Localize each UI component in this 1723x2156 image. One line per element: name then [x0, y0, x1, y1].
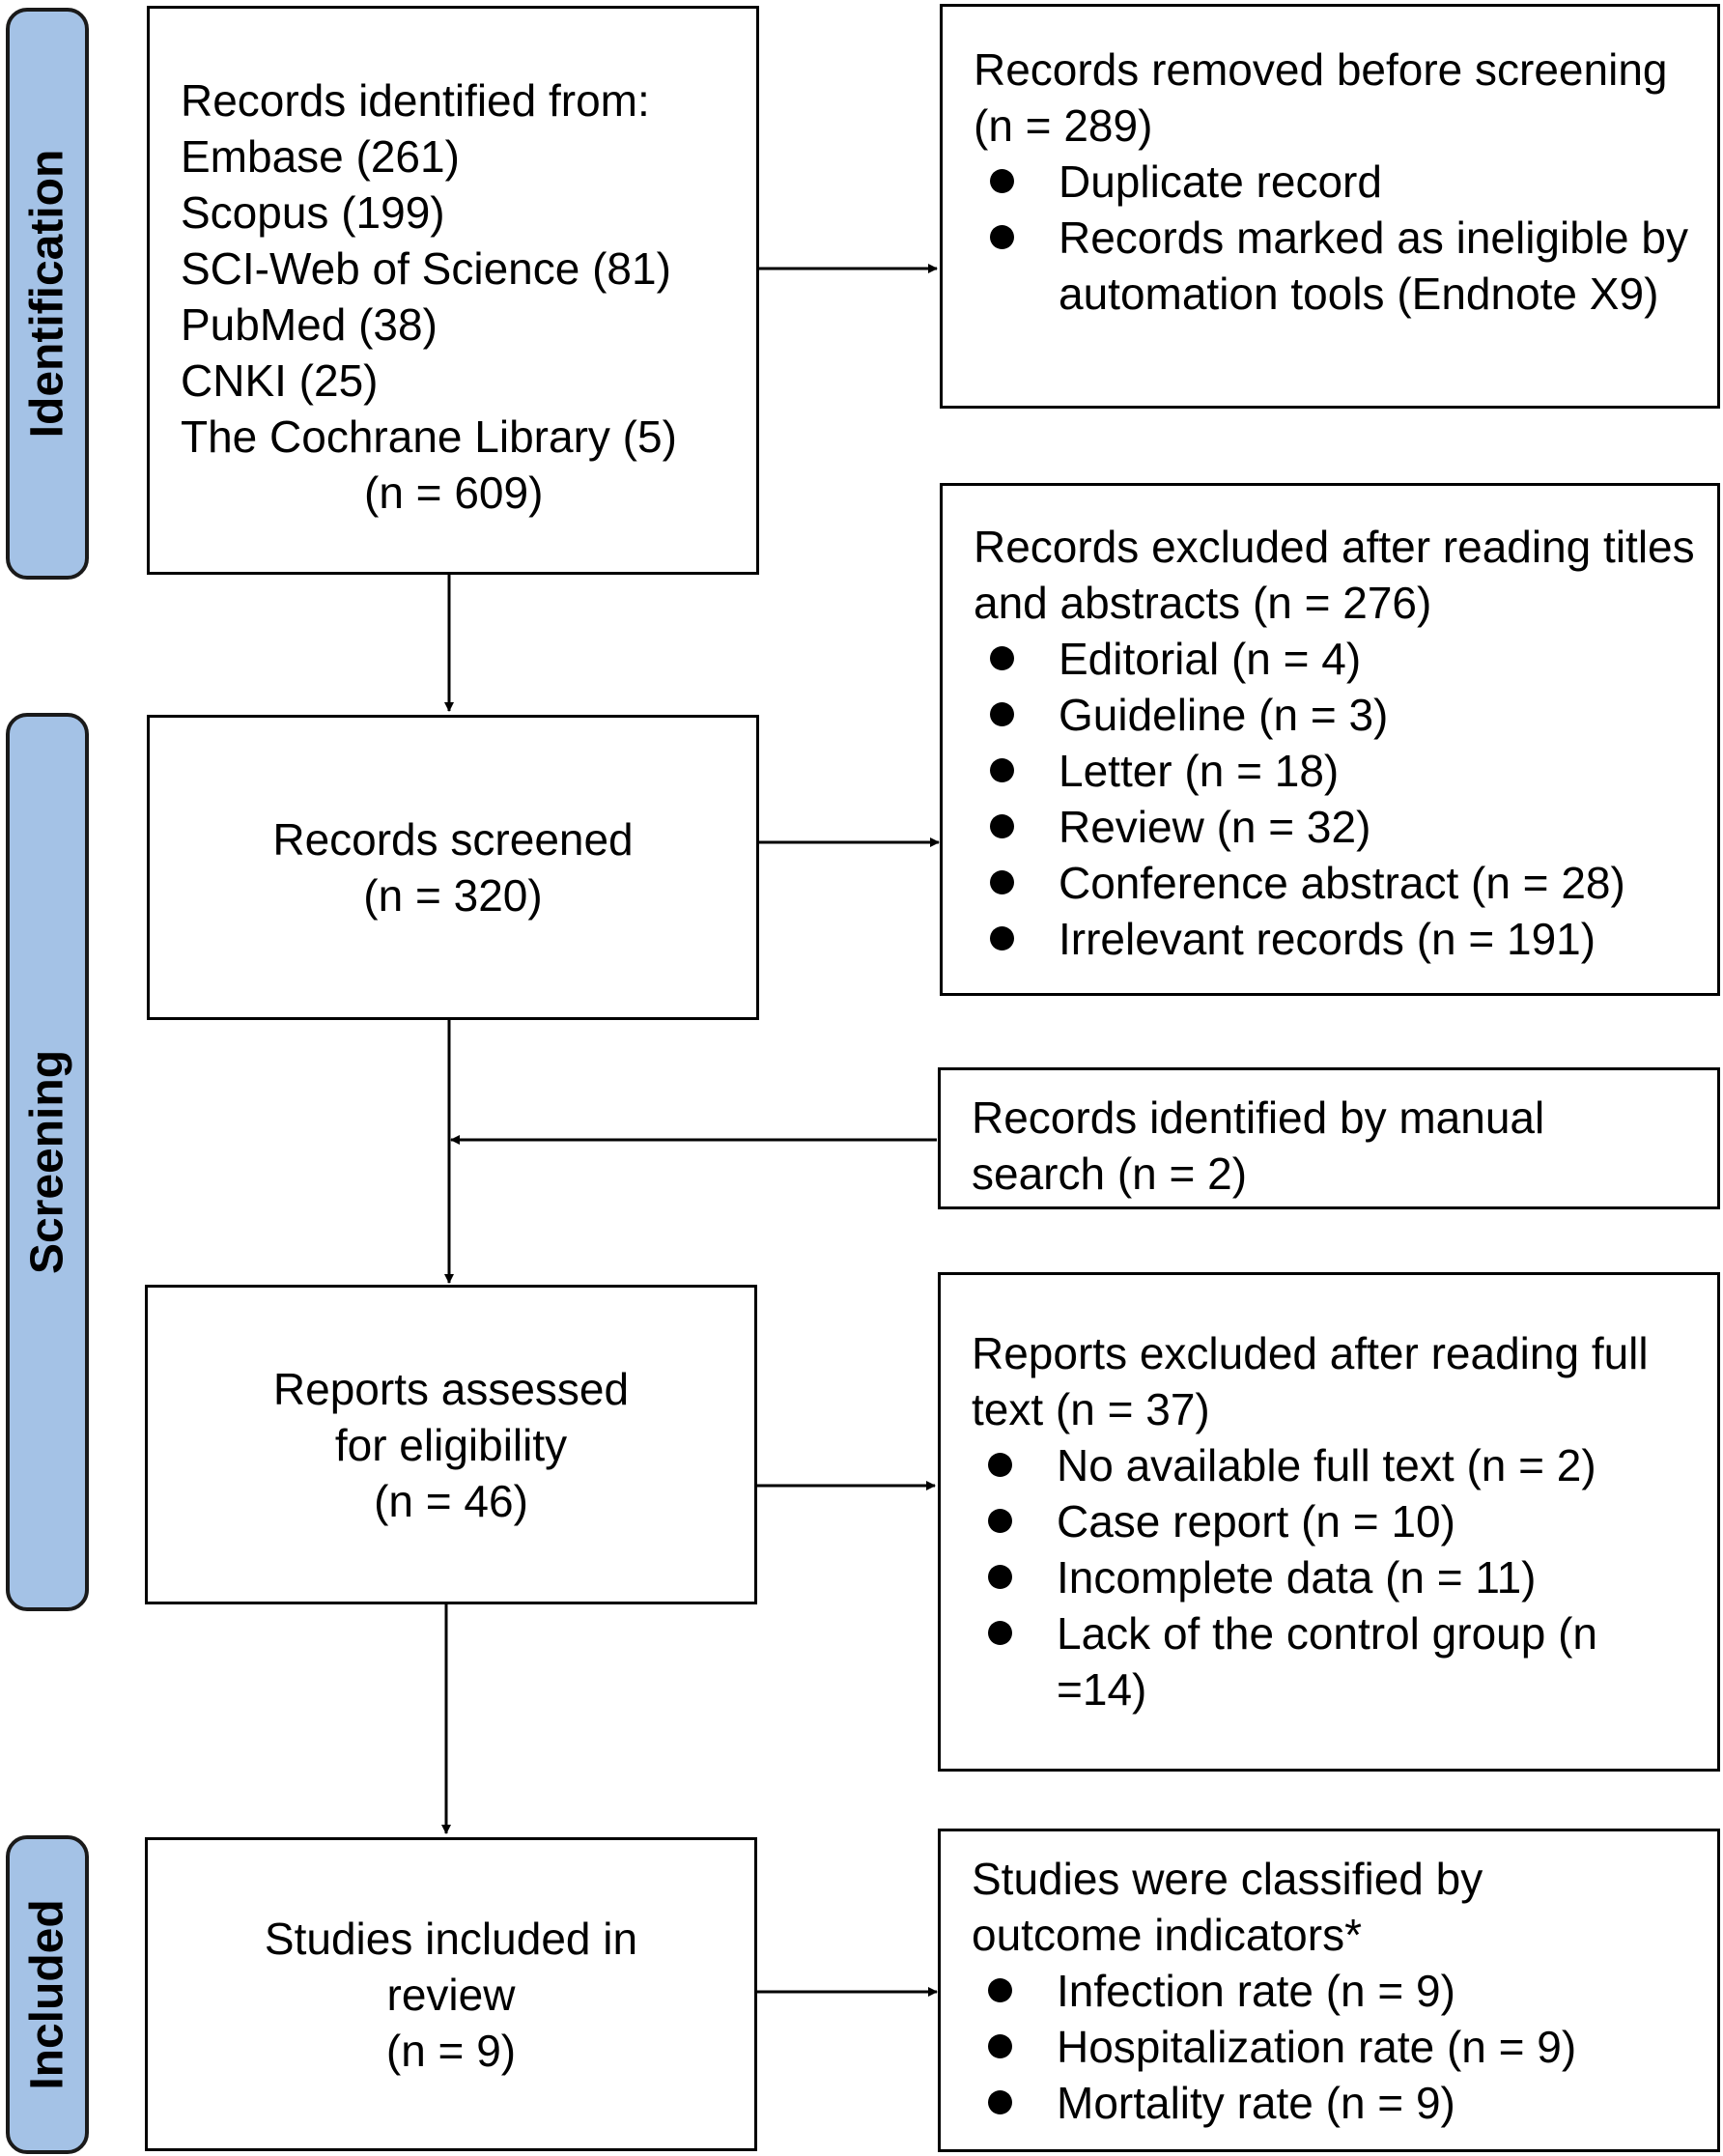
- excluded-title-item: Irrelevant records (n = 191): [974, 911, 1698, 967]
- studies-included-box: Studies included in review (n = 9): [145, 1837, 757, 2151]
- eligibility-box: Reports assessed for eligibility (n = 46…: [145, 1285, 757, 1604]
- records-identified-box: Records identified from: Embase (261) Sc…: [147, 6, 759, 575]
- excluded-title-heading: Records excluded after reading titles an…: [974, 522, 1695, 628]
- identified-line-4: PubMed (38): [181, 299, 438, 350]
- excluded-title-item: Conference abstract (n = 28): [974, 855, 1698, 911]
- records-screened-box: Records screened (n = 320): [147, 715, 759, 1020]
- screened-count: (n = 320): [363, 870, 543, 921]
- phase-included: Included: [6, 1835, 89, 2154]
- manual-search-title: Records identified by manual search (n =…: [972, 1092, 1545, 1199]
- eligibility-line1: Reports assessed: [272, 1363, 630, 1414]
- included-line1: Studies included in: [264, 1913, 638, 1964]
- eligibility-line2: for eligibility: [334, 1419, 568, 1470]
- excluded-full-item: Lack of the control group (n =14): [972, 1605, 1669, 1717]
- identified-line-0: Records identified from:: [181, 75, 650, 126]
- identified-line-3: SCI-Web of Science (81): [181, 243, 671, 294]
- identified-line-6: The Cochrane Library (5): [181, 411, 677, 462]
- removed-list: Duplicate record Records marked as ineli…: [974, 154, 1698, 322]
- records-removed-box: Records removed before screening (n = 28…: [940, 4, 1720, 409]
- excluded-title-item: Editorial (n = 4): [974, 631, 1698, 687]
- excluded-title-list: Editorial (n = 4) Guideline (n = 3) Lett…: [974, 631, 1698, 967]
- manual-search-box: Records identified by manual search (n =…: [938, 1067, 1720, 1209]
- excluded-full-item: Incomplete data (n = 11): [972, 1549, 1669, 1605]
- removed-item: Duplicate record: [974, 154, 1698, 210]
- excluded-full-item: Case report (n = 10): [972, 1493, 1669, 1549]
- excluded-full-item: No available full text (n = 2): [972, 1437, 1669, 1493]
- classified-item: Hospitalization rate (n = 9): [972, 2019, 1640, 2075]
- excluded-title-item: Review (n = 32): [974, 799, 1698, 855]
- excluded-full-heading: Reports excluded after reading full text…: [972, 1328, 1649, 1434]
- classified-item: Mortality rate (n = 9): [972, 2075, 1640, 2131]
- included-count: (n = 9): [385, 2025, 517, 2076]
- classified-list: Infection rate (n = 9) Hospitalization r…: [972, 1963, 1640, 2131]
- excluded-title-item: Guideline (n = 3): [974, 687, 1698, 743]
- identified-line-2: Scopus (199): [181, 187, 445, 238]
- identified-line-5: CNKI (25): [181, 355, 379, 406]
- identified-total: (n = 609): [364, 468, 544, 518]
- identified-line-1: Embase (261): [181, 131, 460, 182]
- included-line2: review: [386, 1969, 516, 2020]
- classified-item: Infection rate (n = 9): [972, 1963, 1640, 2019]
- eligibility-count: (n = 46): [374, 1475, 528, 1526]
- phase-screening: Screening: [6, 713, 89, 1611]
- studies-classified-box: Studies were classified by outcome indic…: [938, 1829, 1720, 2152]
- screened-title: Records screened: [272, 814, 634, 865]
- excluded-full-list: No available full text (n = 2) Case repo…: [972, 1437, 1669, 1717]
- removed-item: Records marked as ineligible by automati…: [974, 210, 1698, 322]
- removed-title: Records removed before screening (n = 28…: [974, 44, 1668, 151]
- records-excluded-title-box: Records excluded after reading titles an…: [940, 483, 1720, 996]
- classified-heading: Studies were classified by outcome indic…: [972, 1854, 1483, 1960]
- phase-identification: Identification: [6, 8, 89, 580]
- excluded-title-item: Letter (n = 18): [974, 743, 1698, 799]
- reports-excluded-full-box: Reports excluded after reading full text…: [938, 1272, 1720, 1772]
